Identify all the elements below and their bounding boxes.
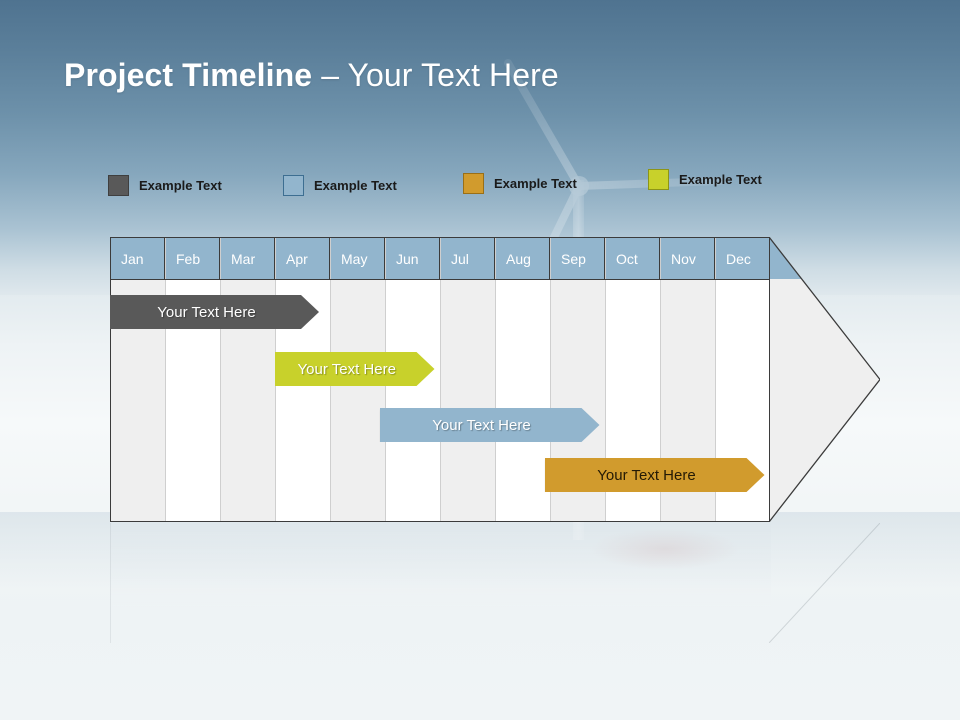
timeline-bar-2[interactable]: Your Text Here — [275, 352, 435, 386]
timeline-bar-label-3: Your Text Here — [432, 416, 531, 434]
month-header-sep[interactable]: Sep — [551, 238, 605, 280]
month-header-nov[interactable]: Nov — [661, 238, 715, 280]
legend-item-2[interactable]: Example Text — [283, 175, 397, 196]
legend-swatch-1 — [108, 175, 129, 196]
page-title-strong: Project Timeline — [64, 57, 322, 93]
month-header-feb[interactable]: Feb — [166, 238, 220, 280]
page-title-light: – Your Text Here — [321, 57, 559, 93]
month-header-jun[interactable]: Jun — [386, 238, 440, 280]
legend-item-4[interactable]: Example Text — [648, 169, 762, 190]
timeline-bar-label-4: Your Text Here — [597, 466, 696, 484]
legend-swatch-3 — [463, 173, 484, 194]
timeline-column-feb: Feb — [166, 238, 221, 521]
legend-label-4: Example Text — [679, 172, 762, 187]
month-header-jul[interactable]: Jul — [441, 238, 495, 280]
timeline-bar-3[interactable]: Your Text Here — [380, 408, 600, 442]
timeline-column-jan: Jan — [111, 238, 166, 521]
legend: Example Text Example Text Example Text Exam… — [108, 166, 868, 200]
timeline-bar-label-2: Your Text Here — [297, 360, 396, 378]
month-header-dec[interactable]: Dec — [716, 238, 769, 280]
month-header-aug[interactable]: Aug — [496, 238, 550, 280]
page-title: Project Timeline – Your Text Here — [64, 57, 559, 94]
month-header-mar[interactable]: Mar — [221, 238, 275, 280]
background-horizon — [0, 512, 960, 602]
month-header-oct[interactable]: Oct — [606, 238, 660, 280]
legend-item-1[interactable]: Example Text — [108, 175, 222, 196]
month-header-apr[interactable]: Apr — [276, 238, 330, 280]
legend-label-1: Example Text — [139, 178, 222, 193]
legend-label-3: Example Text — [494, 176, 577, 191]
legend-label-2: Example Text — [314, 178, 397, 193]
legend-swatch-4 — [648, 169, 669, 190]
timeline-column-aug: Aug — [496, 238, 551, 521]
timeline-bar-4[interactable]: Your Text Here — [545, 458, 765, 492]
legend-item-3[interactable]: Example Text — [463, 173, 577, 194]
timeline-column-jul: Jul — [441, 238, 496, 521]
timeline-arrow-head-icon — [769, 237, 880, 522]
timeline-bar-1[interactable]: Your Text Here — [110, 295, 319, 329]
timeline-column-mar: Mar — [221, 238, 276, 521]
legend-swatch-2 — [283, 175, 304, 196]
timeline-bar-label-1: Your Text Here — [157, 303, 256, 321]
month-header-may[interactable]: May — [331, 238, 385, 280]
month-header-jan[interactable]: Jan — [111, 238, 165, 280]
